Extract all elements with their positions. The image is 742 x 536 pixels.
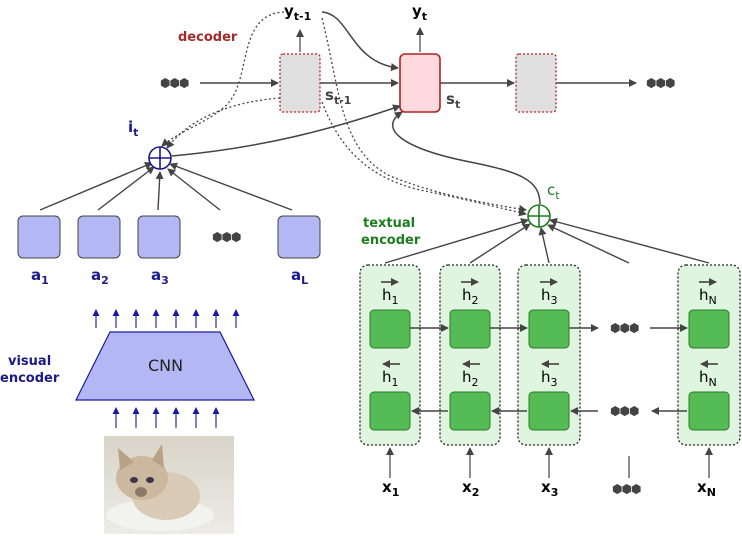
visual-label-1: visual	[8, 354, 52, 369]
cnn-output-arrows	[92, 309, 240, 328]
it-to-state-arrow	[171, 104, 401, 157]
visual-box-aL	[277, 215, 321, 259]
aL-arrow	[169, 162, 293, 211]
a1-label: a1	[31, 266, 49, 287]
ct-to-state-arrow	[391, 111, 541, 205]
textual-label-2: encoder	[361, 233, 421, 248]
cnn-input-arrows	[112, 407, 220, 428]
forward-cell-2	[449, 309, 491, 349]
aL-label: aL	[291, 266, 309, 287]
h3-backward-label: h3	[541, 368, 558, 389]
backward-dots: ⬢⬢⬢	[610, 404, 639, 418]
dots-arrow	[167, 168, 221, 211]
visual-dots: ⬢⬢⬢	[212, 230, 241, 244]
backward-cell-2	[449, 391, 491, 431]
input-arrows	[386, 447, 713, 478]
s-prev-label: st-1	[325, 86, 352, 107]
h3-forward-label: h3	[541, 286, 558, 307]
x1-label: x1	[382, 478, 400, 499]
decoder-state-next	[515, 53, 557, 113]
decoder-row	[200, 11, 637, 113]
y-prev-to-ct-dotted	[321, 17, 527, 213]
cnn-label: CNN	[148, 356, 184, 375]
y-prev-label: yt-1	[284, 2, 312, 23]
kitten-image	[104, 436, 234, 534]
visual-encoder	[17, 215, 321, 534]
textual-encoder	[321, 17, 741, 478]
i-t-label: it	[128, 118, 139, 139]
visual-box-a1	[17, 215, 61, 259]
decoder-state-current	[399, 53, 441, 113]
visual-box-a2	[77, 215, 121, 259]
y-prev-to-it-dotted	[161, 11, 285, 147]
x2-label: x2	[462, 478, 480, 499]
s-prev-to-ct-dotted	[321, 101, 527, 217]
c-t-label: ct	[547, 181, 560, 202]
input-dots: ⬢⬢⬢	[612, 482, 641, 496]
a3-label: a3	[151, 266, 169, 287]
cnn-trapezoid	[75, 331, 255, 401]
a3-arrow	[155, 171, 164, 211]
forward-cell-N	[688, 309, 730, 349]
h2-backward-label: h2	[462, 368, 479, 389]
decoder-label: decoder	[178, 30, 238, 45]
decoder-state-prev	[279, 53, 321, 113]
a2-label: a2	[91, 266, 109, 287]
backward-cell-1	[369, 391, 411, 431]
forward-dots: ⬢⬢⬢	[610, 321, 639, 335]
x3-label: x3	[541, 478, 559, 499]
backward-cell-3	[528, 391, 570, 431]
backward-cell-N	[688, 391, 730, 431]
h1-backward-label: h1	[382, 368, 399, 389]
a2-arrow	[97, 166, 155, 211]
s-prev-to-it-dotted	[166, 97, 281, 149]
hN-forward-label: hN	[699, 286, 717, 307]
s-t-label: st	[446, 90, 461, 111]
visual-attention	[39, 11, 401, 211]
forward-cell-1	[369, 309, 411, 349]
y-prev-to-state-arrow	[321, 11, 399, 72]
h2-forward-label: h2	[462, 286, 479, 307]
textual-label-1: textual	[363, 216, 416, 231]
decoder-dots-left: ⬢⬢⬢	[160, 76, 189, 90]
y-t-label: yt	[412, 2, 428, 23]
forward-cell-3	[528, 309, 570, 349]
a1-arrow	[39, 162, 153, 211]
h1-forward-label: h1	[382, 286, 399, 307]
visual-label-2: encoder	[0, 371, 60, 386]
xN-label: xN	[697, 478, 716, 499]
encoder-to-ct-arrows	[384, 217, 710, 264]
hN-backward-label: hN	[699, 368, 717, 389]
visual-box-a3	[137, 215, 181, 259]
decoder-dots-right: ⬢⬢⬢	[646, 76, 675, 90]
